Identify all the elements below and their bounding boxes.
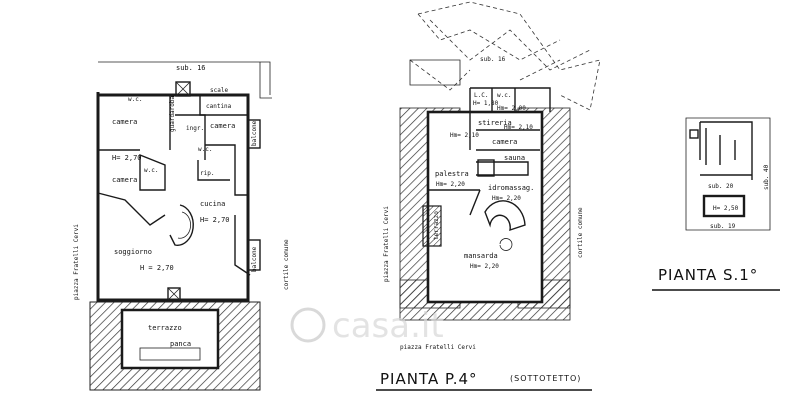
panca-shape: [139, 347, 201, 361]
label-terrazzo: terrazzo: [433, 211, 440, 240]
label-wc: w.c.: [198, 146, 212, 153]
stair-cross: [175, 81, 191, 97]
label-mansarda: mansarda: [464, 252, 498, 260]
plan-right: sub. 20 H= 2,50 sub. 19 sub. 40 PIANTA S…: [652, 117, 780, 291]
label-height: H = 2,70: [140, 264, 174, 272]
balcone-bottom: [247, 239, 261, 271]
plan-title-attic: PIANTA P.4°: [380, 370, 478, 388]
label-sauna: sauna: [504, 154, 525, 162]
wall: [491, 88, 516, 112]
label-sub19: sub. 19: [710, 223, 736, 230]
attic-outer-walls: [426, 110, 544, 304]
spiral-stair: [484, 200, 526, 232]
wall: [476, 129, 540, 151]
shaft: [167, 287, 181, 301]
basement-outline: [685, 117, 771, 231]
pillar: [689, 129, 699, 139]
label-scale: scale: [210, 87, 228, 94]
label-height: H= 2,70: [200, 216, 230, 224]
wall: [175, 114, 206, 160]
label-wc: w.c.: [497, 92, 511, 99]
spiral-stair-inner: [177, 211, 191, 239]
neighbour-outline-2: [259, 62, 272, 99]
label-cantina: cantina: [206, 103, 232, 110]
label-sub: sub. 16: [176, 64, 206, 72]
outer-walls: [96, 92, 250, 302]
label-sub40: sub. 40: [763, 164, 770, 190]
stair-axis: [499, 238, 513, 251]
roof-outline-dashed: [409, 59, 561, 91]
watermark-text: casa.it: [332, 306, 444, 346]
roof-outline-dashed: [429, 19, 591, 71]
label-height: Hm= 2,10: [450, 132, 479, 139]
wall: [700, 121, 753, 180]
wall-curve: [97, 192, 166, 226]
label-rip: rip.: [200, 170, 214, 177]
label-height: H= 1,80: [473, 100, 499, 107]
palestra-shaft: [477, 159, 495, 177]
wc-block: [139, 153, 166, 191]
plan-subtitle-attic: (SOTTOTETTO): [510, 374, 581, 383]
watermark-logo-icon: [290, 307, 326, 343]
label-guardaroba: guardaroba: [169, 95, 176, 132]
label-height: Hm= 2,20: [436, 181, 465, 188]
stair-block: [175, 81, 191, 97]
label-sub: sub. 16: [480, 56, 506, 63]
terrazzo-area: [120, 308, 220, 370]
roof-outline-dashed: [417, 13, 561, 61]
label-camera: camera: [210, 122, 235, 130]
label-street: piazza Fratelli Cervi: [383, 206, 390, 282]
neighbour-sub16: [409, 59, 461, 86]
label-courtyard: cortile comune: [283, 239, 290, 290]
watermark: casa.it: [290, 306, 444, 346]
spiral-stair: [169, 204, 194, 246]
label-wc: w.c.: [144, 167, 158, 174]
wall: [205, 144, 248, 196]
label-idromassag: idromassag.: [488, 184, 534, 192]
label-balcone: balcone: [251, 120, 258, 146]
shaft-cross: [167, 287, 181, 301]
label-sub20: sub. 20: [708, 183, 734, 190]
label-panca: panca: [170, 340, 191, 348]
wall: [428, 189, 481, 216]
label-balcone: balcone: [251, 246, 258, 272]
label-soggiorno: soggiorno: [114, 248, 152, 256]
label-height: Hm= 2,20: [470, 263, 499, 270]
label-height: Hm= 2,10: [504, 124, 533, 131]
label-lc: L.C.: [474, 92, 488, 99]
label-cucina: cucina: [200, 200, 225, 208]
wall: [470, 87, 551, 112]
label-height: Hm= 2,00: [497, 105, 526, 112]
label-camera: camera: [112, 118, 137, 126]
label-ingr: ingr.: [186, 125, 204, 132]
label-stireria: stireria: [478, 119, 512, 127]
label-camera: camera: [492, 138, 517, 146]
label-camera: camera: [112, 176, 137, 184]
label-height: Hm= 2,20: [492, 195, 521, 202]
label-height: H= 2,50: [713, 205, 739, 212]
label-wc: w.c.: [128, 96, 142, 103]
label-street: piazza Fratelli Cervi: [73, 224, 80, 300]
wall: [476, 161, 529, 176]
label-height: H= 2,70: [112, 154, 142, 162]
cellar-room: [702, 194, 746, 218]
neighbour-outline: [98, 61, 271, 95]
label-palestra: palestra: [435, 170, 469, 178]
balcone-top: [247, 119, 261, 149]
stair-steps: [705, 128, 736, 165]
label-street: piazza Fratelli Cervi: [400, 344, 476, 351]
label-courtyard: cortile comune: [577, 207, 584, 258]
wall: [197, 160, 230, 181]
terrazzo-block: [422, 205, 442, 247]
plan-left: sub. 16 w.c. scale cantina camera guarda…: [73, 61, 290, 391]
plan-middle: sub. 16 L.C. H= 1,80 w.c. Hm= 2,00 stire…: [376, 1, 601, 391]
wall: [234, 215, 251, 276]
label-terrazzo: terrazzo: [148, 324, 182, 332]
plan-title-basement: PIANTA S.1°: [658, 266, 758, 284]
